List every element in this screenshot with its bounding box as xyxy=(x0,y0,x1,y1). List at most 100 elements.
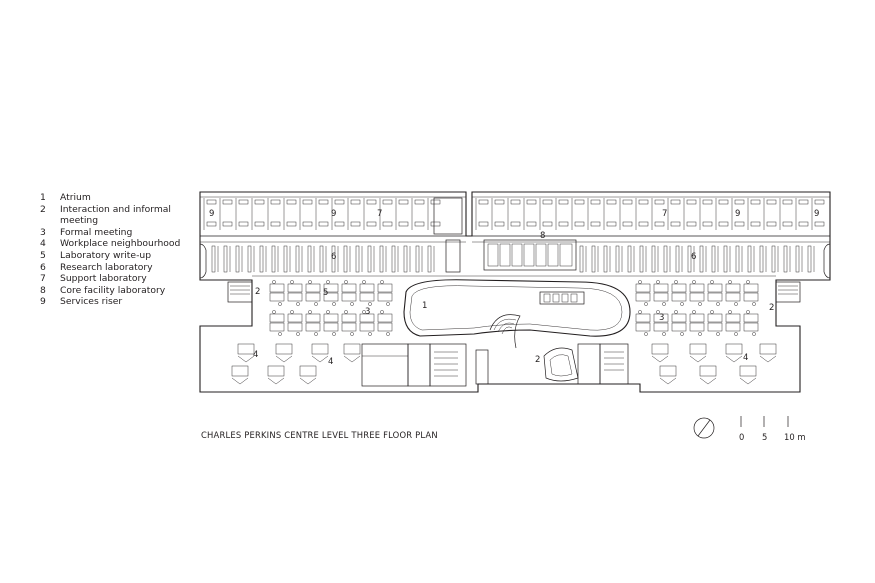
chair xyxy=(752,302,756,306)
lab-bench xyxy=(235,245,240,273)
desk xyxy=(305,313,321,323)
chair xyxy=(734,332,738,336)
desk xyxy=(671,292,687,302)
desk xyxy=(323,322,339,332)
bench xyxy=(270,199,281,205)
lab-bench xyxy=(259,245,264,273)
chair xyxy=(698,332,702,336)
label-workplace-1: 4 xyxy=(253,350,258,360)
workstation-arm xyxy=(739,377,757,385)
lab-bench xyxy=(579,245,584,273)
label-support-1: 7 xyxy=(377,209,382,219)
chair xyxy=(314,302,318,306)
chair xyxy=(716,302,720,306)
bench xyxy=(366,221,377,227)
bench xyxy=(718,221,729,227)
label-riser-3: 9 xyxy=(735,209,740,219)
chair xyxy=(272,280,276,284)
label-riser-1: 9 xyxy=(209,209,214,219)
workstation xyxy=(267,365,285,377)
legend-label: Atrium xyxy=(60,192,91,203)
atrium-void xyxy=(403,279,631,349)
desk xyxy=(725,292,741,302)
label-workplace-2: 4 xyxy=(328,357,333,367)
bench xyxy=(574,221,585,227)
label-core: 8 xyxy=(540,231,545,241)
desk xyxy=(653,292,669,302)
chair xyxy=(644,332,648,336)
desk xyxy=(341,313,357,323)
lab-bench xyxy=(711,245,716,273)
workstation xyxy=(311,343,329,355)
bench xyxy=(318,199,329,205)
bench xyxy=(670,221,681,227)
desk xyxy=(377,313,393,323)
workstation-arm xyxy=(651,355,669,363)
legend-label: Core facility laboratory xyxy=(60,284,166,296)
chair xyxy=(308,280,312,284)
lab-bench xyxy=(223,245,228,273)
chair xyxy=(710,280,714,284)
workstation-arm xyxy=(759,355,777,363)
lab-bench xyxy=(615,245,620,273)
chair xyxy=(314,332,318,336)
bench xyxy=(302,221,313,227)
bench xyxy=(510,199,521,205)
chair xyxy=(290,280,294,284)
writeup-desks-west xyxy=(269,280,393,336)
bench xyxy=(718,199,729,205)
lab-bench xyxy=(747,245,752,273)
bench xyxy=(414,199,425,205)
lab-bench xyxy=(603,245,608,273)
bench xyxy=(654,221,665,227)
chair xyxy=(296,302,300,306)
bench xyxy=(638,199,649,205)
lab-bench xyxy=(639,245,644,273)
bench xyxy=(702,221,713,227)
bench xyxy=(430,221,441,227)
bench xyxy=(526,199,537,205)
lab-bench xyxy=(343,245,348,273)
bench xyxy=(558,199,569,205)
scale-label-0: 0 xyxy=(739,432,745,442)
chair xyxy=(332,332,336,336)
workstation-arm xyxy=(237,355,255,363)
lab-bench xyxy=(783,245,788,273)
chair xyxy=(638,280,642,284)
desk xyxy=(269,283,285,293)
legend-label: Formal meeting xyxy=(60,226,133,238)
chair xyxy=(674,280,678,284)
label-interaction-east: 2 xyxy=(769,303,774,313)
chair xyxy=(380,280,384,284)
bench xyxy=(238,199,249,205)
label-writeup: 5 xyxy=(323,288,328,298)
desk xyxy=(359,313,375,323)
desk xyxy=(671,283,687,293)
bench xyxy=(734,199,745,205)
bench xyxy=(510,221,521,227)
desk xyxy=(341,283,357,293)
chair xyxy=(278,332,282,336)
scale-label-10m: 10 m xyxy=(784,432,806,442)
chair xyxy=(326,310,330,314)
bench xyxy=(302,199,313,205)
lab-bench xyxy=(723,245,728,273)
workstation xyxy=(659,365,677,377)
bench xyxy=(286,199,297,205)
desk xyxy=(305,283,321,293)
desk xyxy=(653,322,669,332)
research-lab-bays xyxy=(211,245,815,273)
chair xyxy=(752,332,756,336)
desk xyxy=(653,283,669,293)
lab-bench xyxy=(427,245,432,273)
chair xyxy=(638,310,642,314)
workstation xyxy=(275,343,293,355)
chair xyxy=(656,280,660,284)
bench xyxy=(606,199,617,205)
desk xyxy=(305,322,321,332)
label-formal-east: 3 xyxy=(659,313,664,323)
bench xyxy=(574,199,585,205)
